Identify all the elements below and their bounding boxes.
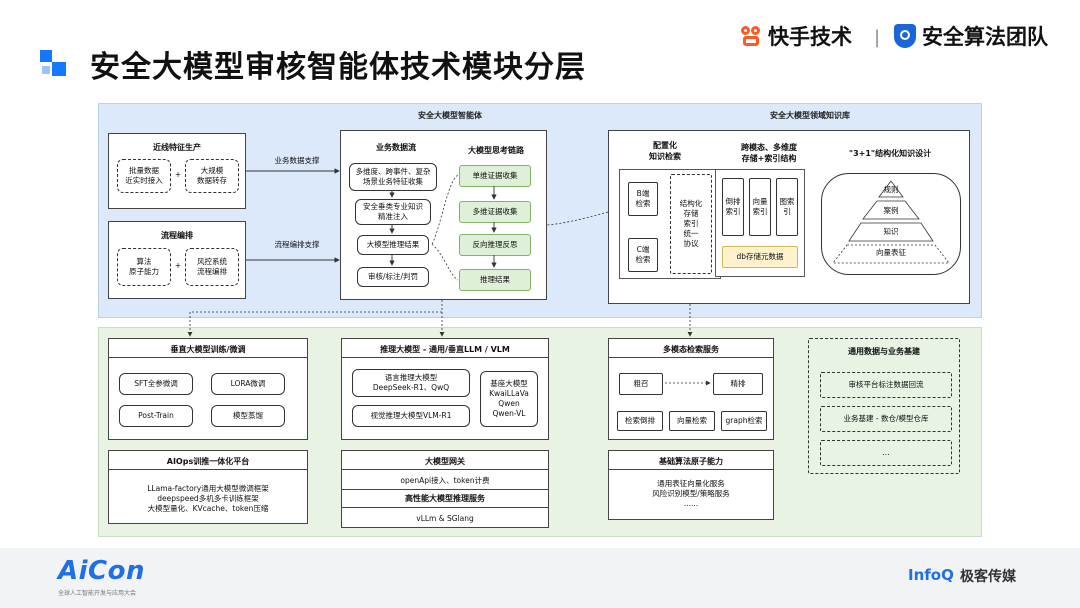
aiops-title: AIOps训推一体化平台 xyxy=(166,457,250,466)
serving-title: 高性能大模型推理服务 xyxy=(405,494,485,503)
general-data-group xyxy=(808,338,960,474)
knowledge-base-box: 配置化 知识检索 B端 检索 C端 检索 结构化 存储 索引 统一 协议 跨模态… xyxy=(608,130,970,304)
general-data-title: 通用数据与业务基建 xyxy=(848,347,920,356)
business-flow-step: 审核/标注/判罚 xyxy=(357,267,429,287)
pyramid-base-vector: 向量表征 xyxy=(876,248,906,257)
aiops-description: LLama-factory通用大模型微调框架 deepspeed多机多卡训练框架… xyxy=(147,484,269,514)
index-cell: 图索 引 xyxy=(776,178,798,236)
shield-logo-icon xyxy=(894,24,916,48)
business-data-edge-label: 业务数据支撑 xyxy=(274,156,320,165)
retrieval-method-cell: 向量检索 xyxy=(669,411,715,431)
pyramid-layer-rules: 规则 xyxy=(883,185,899,194)
aicon-logo: AiCon xyxy=(58,556,145,586)
flow-edge-label: 流程编排支撑 xyxy=(274,240,320,249)
general-data-item: 审核平台标注数据回流 xyxy=(820,372,952,398)
base-model-cell: 基座大模型 KwaiLLaVa Qwen Qwen-VL xyxy=(480,371,538,427)
unified-protocol-cell: 结构化 存储 索引 统一 协议 xyxy=(670,174,712,274)
basic-algorithm-box: 基础算法原子能力 通用表征向量化服务 风险识别模型/策略服务 ...... xyxy=(608,450,774,520)
vision-reasoning-model-cell: 视觉推理大模型VLM-R1 xyxy=(352,405,470,427)
near-line-feature-box: 近线特征生产 批量数据 近实时接入 + 大规模 数据转存 xyxy=(108,133,246,209)
knowledge-pyramid xyxy=(832,180,950,264)
algo-atomic-cell: 算法 原子能力 xyxy=(117,248,171,286)
b-side-retrieval-cell: B端 检索 xyxy=(628,182,658,216)
coarse-recall-cell: 粗召 xyxy=(619,373,663,395)
structured-design-title: "3+1"结构化知识设计 xyxy=(848,149,932,158)
business-flow-title: 业务数据流 xyxy=(376,143,416,152)
finetune-box: 垂直大模型训练/微调 SFT全参微调 LORA微调 Post-Train 模型蒸… xyxy=(108,338,308,440)
cross-modal-group: 倒排 索引 向量 索引 图索 引 db存储元数据 xyxy=(715,169,805,277)
agent-core-box: 业务数据流 多维度、跨事件、复杂 场景业务特征收集 安全垂类专业知识 精准注入 … xyxy=(340,130,547,300)
business-flow-step: 多维度、跨事件、复杂 场景业务特征收集 xyxy=(349,163,437,191)
security-team-brand: 安全算法团队 xyxy=(894,22,1048,50)
security-team-text: 安全算法团队 xyxy=(922,25,1048,49)
multimodal-retrieval-title: 多模态检索服务 xyxy=(663,345,719,354)
cross-modal-title: 跨模态、多维度 存储+索引结构 xyxy=(741,143,797,163)
thinking-chain-step: 反向推理反思 xyxy=(459,234,531,256)
near-line-feature-title: 近线特征生产 xyxy=(153,143,201,152)
finetune-title: 垂直大模型训练/微调 xyxy=(170,345,246,354)
pyramid-layer-knowledge: 知识 xyxy=(883,227,899,236)
thinking-chain-step: 推理结果 xyxy=(459,269,531,291)
infoq-brand-text: 极客传媒 xyxy=(960,569,1016,585)
gateway-title: 大模型网关 xyxy=(425,457,465,466)
aiops-box: AIOps训推一体化平台 LLama-factory通用大模型微调框架 deep… xyxy=(108,450,308,524)
title-square-icon xyxy=(42,66,50,74)
thinking-chain-title: 大模型思考链路 xyxy=(468,146,524,155)
flow-orchestration-title: 流程编排 xyxy=(161,231,193,240)
plus-sign: + xyxy=(174,170,182,179)
finetune-method-cell: SFT全参微调 xyxy=(119,373,193,395)
title-square-icon xyxy=(52,62,66,76)
flow-orchestration-box: 流程编排 算法 原子能力 + 风控系统 流程编排 xyxy=(108,221,246,299)
thinking-chain-step: 多维证据收集 xyxy=(459,201,531,223)
multimodal-retrieval-box: 多模态检索服务 粗召 精排 检索倒排 向量检索 graph检索 xyxy=(608,338,774,440)
db-metadata-cell: db存储元数据 xyxy=(722,246,798,268)
brand-separator: | xyxy=(874,27,881,48)
index-cell: 倒排 索引 xyxy=(722,178,744,236)
finetune-method-cell: LORA微调 xyxy=(211,373,285,395)
knowledge-base-section-label: 安全大模型领域知识库 xyxy=(770,111,850,120)
kuaishou-logo-icon xyxy=(740,25,762,47)
gateway-box: 大模型网关 openApi接入、token计费 高性能大模型推理服务 vLLm … xyxy=(341,450,549,528)
basic-algorithm-description: 通用表征向量化服务 风险识别模型/策略服务 ...... xyxy=(652,479,730,509)
footer-bar xyxy=(0,548,1080,608)
finetune-method-cell: 模型蒸馏 xyxy=(211,405,285,427)
inference-title: 推理大模型 - 通用/垂直LLM / VLM xyxy=(380,345,510,354)
config-retrieval-title: 配置化 知识检索 xyxy=(649,141,681,161)
language-reasoning-model-cell: 语言推理大模型 DeepSeek-R1、QwQ xyxy=(352,369,470,397)
retrieval-method-cell: 检索倒排 xyxy=(617,411,663,431)
gateway-description: openApi接入、token计费 xyxy=(400,476,490,485)
agent-section-label: 安全大模型智能体 xyxy=(418,111,482,120)
risk-system-cell: 风控系统 流程编排 xyxy=(185,248,239,286)
config-retrieval-group: B端 检索 C端 检索 结构化 存储 索引 统一 协议 xyxy=(619,169,721,279)
batch-data-cell: 批量数据 近实时接入 xyxy=(117,159,171,193)
thinking-chain-step: 单维证据收集 xyxy=(459,165,531,187)
fine-ranking-cell: 精排 xyxy=(713,373,763,395)
index-cell: 向量 索引 xyxy=(749,178,771,236)
infoq-logo: InfoQ xyxy=(908,566,954,584)
plus-sign: + xyxy=(174,261,182,270)
general-data-item: ... xyxy=(820,440,952,466)
serving-description: vLLm & SGlang xyxy=(416,514,474,523)
kuaishou-brand-text: 快手技术 xyxy=(768,25,852,49)
business-flow-step: 安全垂类专业知识 精准注入 xyxy=(355,199,431,225)
title-square-icon xyxy=(40,50,52,62)
general-data-item: 业务基建 - 数仓/模型仓库 xyxy=(820,406,952,432)
pyramid-layer-cases: 案例 xyxy=(883,206,899,215)
kuaishou-brand: 快手技术 xyxy=(740,22,852,50)
aicon-subtitle: 全球人工智能开发与应用大会 xyxy=(58,590,137,597)
c-side-retrieval-cell: C端 检索 xyxy=(628,238,658,272)
retrieval-method-cell: graph检索 xyxy=(721,411,767,431)
basic-algorithm-title: 基础算法原子能力 xyxy=(659,457,723,466)
finetune-method-cell: Post-Train xyxy=(119,405,193,427)
business-flow-step: 大模型推理结果 xyxy=(357,235,429,255)
page-title: 安全大模型审核智能体技术模块分层 xyxy=(90,50,586,85)
mass-data-cell: 大规模 数据转存 xyxy=(185,159,239,193)
inference-box: 推理大模型 - 通用/垂直LLM / VLM 语言推理大模型 DeepSeek-… xyxy=(341,338,549,440)
